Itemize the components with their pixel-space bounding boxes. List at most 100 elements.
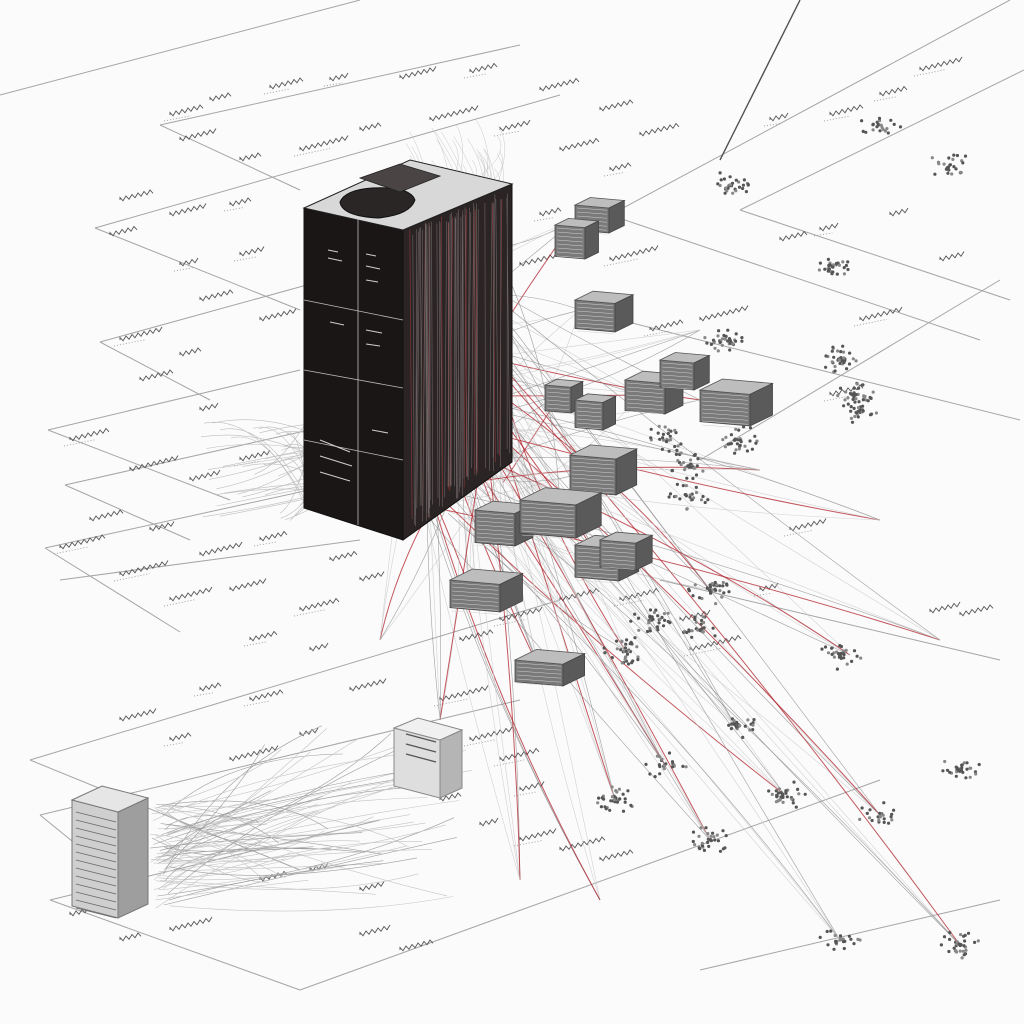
rack-left-front: [71, 799, 119, 919]
cable-lower-bundle: [150, 737, 360, 863]
node-dot: [644, 762, 648, 767]
tower-streak: [419, 226, 423, 506]
node-dot: [630, 642, 634, 646]
node-dot: [817, 268, 822, 272]
annotation-mark: [609, 245, 659, 262]
node-dot: [959, 768, 964, 772]
node-dot: [627, 649, 631, 653]
annotation-leader: [513, 791, 536, 797]
node-dot: [838, 938, 842, 942]
node-dot: [751, 728, 755, 732]
node-dot: [624, 642, 628, 646]
node-dot: [667, 495, 671, 499]
node-dot: [648, 772, 652, 776]
cable-lower-bundle: [169, 896, 453, 912]
node-dot: [662, 612, 667, 616]
node-dot: [841, 940, 846, 944]
node-box-slot: [571, 461, 615, 466]
node-dot: [889, 815, 893, 819]
background-frame-lines: [0, 0, 1024, 991]
node-dot: [847, 362, 852, 366]
annotation-mark: [649, 319, 684, 332]
node-dot: [718, 589, 722, 593]
node-dot: [842, 266, 846, 270]
node-dot: [603, 651, 607, 655]
node-dot: [942, 162, 946, 166]
node-dot: [741, 186, 745, 191]
node-box-slot: [701, 424, 749, 429]
node-dot: [854, 411, 859, 415]
node-dot: [691, 476, 695, 481]
node-dot: [796, 787, 800, 792]
node-dot: [876, 815, 880, 819]
node-dot: [705, 341, 709, 345]
cable-lower-bundle: [154, 807, 267, 882]
annotation-mark: [109, 225, 138, 237]
node-dot: [854, 397, 858, 401]
tower-streak: [412, 234, 415, 525]
node-dot: [666, 619, 670, 624]
tower-streak: [441, 216, 443, 497]
node-dot: [647, 621, 651, 625]
node-dot: [944, 167, 949, 171]
node-dot: [869, 412, 874, 416]
node-dot: [663, 618, 667, 623]
annotation-leader: [63, 439, 95, 447]
node-box-slot: [521, 522, 575, 527]
node-dot: [841, 344, 845, 348]
annotation-mark: [959, 604, 994, 617]
node-dot: [720, 337, 725, 341]
cable-lower-bundle: [159, 805, 410, 848]
annotation-mark: [359, 571, 385, 582]
node-box-slot: [451, 594, 499, 599]
cable-lower-bundle: [158, 845, 406, 890]
node-dot: [679, 442, 683, 446]
annotation-leader: [813, 232, 833, 237]
rack-slot: [75, 843, 117, 855]
annotation-mark: [169, 916, 213, 932]
node-dot: [794, 805, 798, 809]
node-dot: [610, 795, 615, 799]
cable: [496, 408, 961, 946]
node-dot: [704, 826, 708, 830]
node-dot: [637, 628, 641, 632]
cable-left-entry: [212, 419, 314, 435]
tower-streak: [447, 213, 451, 487]
cable-lower-bundle: [162, 800, 460, 855]
annotation-mark: [879, 85, 908, 97]
node-dot: [740, 336, 744, 340]
node-dot: [830, 272, 834, 276]
node-dot: [833, 364, 837, 369]
node-dot: [623, 657, 627, 662]
cable: [465, 272, 941, 641]
node-dot: [842, 946, 846, 951]
node-box-slot: [576, 422, 602, 426]
node-dot: [654, 608, 658, 612]
node-dot: [850, 420, 855, 424]
node-box-slot: [476, 516, 514, 520]
node-dot: [690, 635, 694, 639]
tower-streak: [484, 202, 486, 469]
node-dot: [695, 464, 699, 468]
node-dot: [852, 386, 856, 390]
node-dot: [618, 797, 622, 801]
cable-lower-bundle: [154, 834, 270, 883]
node-dot: [862, 394, 866, 398]
node-dot: [715, 583, 719, 587]
node-dot: [596, 801, 600, 805]
node-dot: [839, 350, 843, 354]
node-dot: [648, 615, 652, 619]
node-box-side: [602, 395, 616, 431]
tower-front-bands: [303, 219, 404, 525]
node-box-slot: [576, 414, 602, 418]
node-dot: [727, 723, 731, 727]
node-box-slot: [576, 314, 614, 318]
node-box-slot: [576, 426, 602, 430]
annotation-leader: [463, 73, 487, 79]
node-dot: [746, 718, 750, 722]
rack-slot: [75, 851, 117, 863]
node-dot: [870, 818, 874, 823]
cable-lower-bundle: [156, 816, 374, 861]
annotation-mark: [169, 586, 213, 602]
